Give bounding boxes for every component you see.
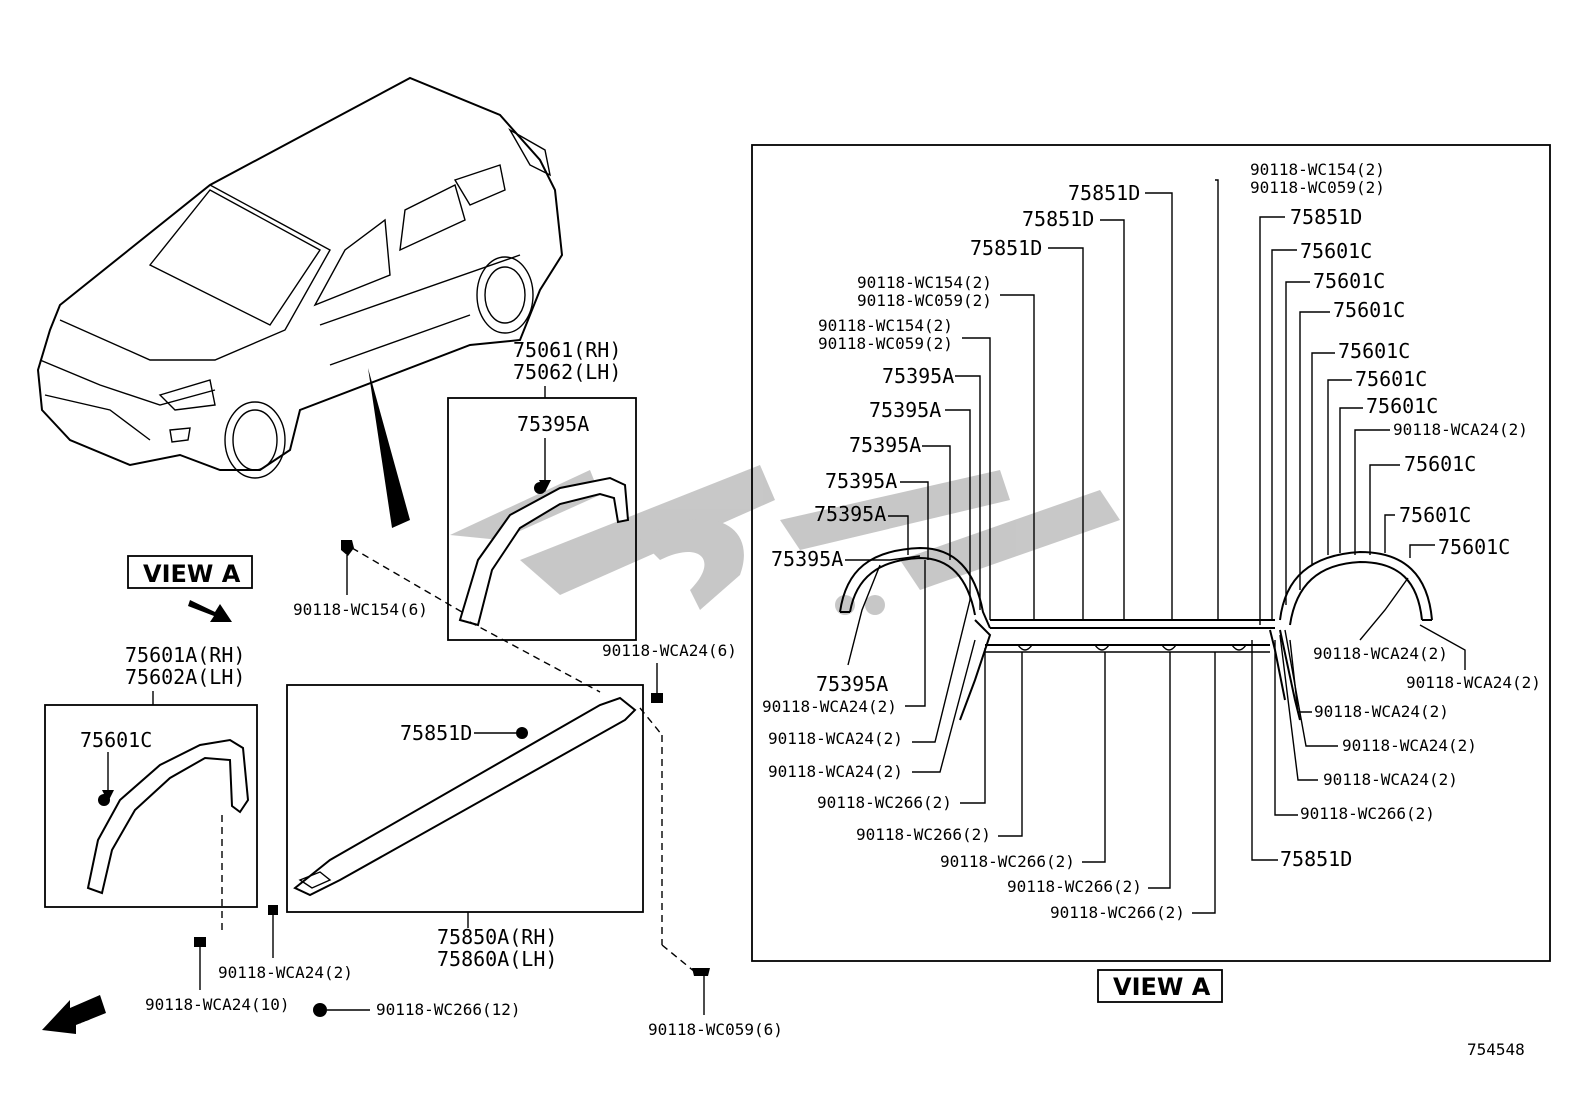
clip-wc059-6: 90118-WC059(6) — [648, 968, 783, 1039]
va-75851d-1: 75851D — [1068, 181, 1140, 205]
label-75851d-box: 75851D — [400, 721, 472, 745]
va-75851d-2: 75851D — [1022, 207, 1094, 231]
rocker-panel-moulding — [293, 696, 637, 897]
va-75395a-2: 75395A — [869, 398, 941, 422]
label-75061: 75061(RH) — [513, 338, 621, 362]
va-top-wc059: 90118-WC059(2) — [1250, 178, 1385, 197]
va-r-wca24-5: 90118-WCA24(2) — [1323, 770, 1458, 789]
va-75395a-6: 75395A — [771, 547, 843, 571]
watermark-logo — [450, 465, 1120, 615]
va-l-wc059-b: 90118-WC059(2) — [818, 334, 953, 353]
va-75601c-7: 75601C — [1404, 452, 1476, 476]
diagram-number: 754548 — [1467, 1040, 1525, 1059]
va-75601c-9: 75601C — [1438, 535, 1510, 559]
va-r-wca24-1: 90118-WCA24(2) — [1313, 644, 1448, 663]
label-75860a: 75860A(LH) — [437, 947, 557, 971]
label-wca24-10: 90118-WCA24(10) — [145, 995, 290, 1014]
va-75601c-8: 75601C — [1399, 503, 1471, 527]
fwd-arrow-icon: FWD — [42, 995, 106, 1034]
va-75395a-5: 75395A — [814, 502, 886, 526]
va-l-wca24-2: 90118-WCA24(2) — [768, 729, 903, 748]
view-a-panel — [751, 144, 1551, 962]
clip-wca24-6: 90118-WCA24(6) — [602, 641, 737, 703]
label-wc266-12: 90118-WC266(12) — [376, 1000, 521, 1019]
va-r-wca24-2: 90118-WCA24(2) — [1406, 673, 1541, 692]
label-wca24-6: 90118-WCA24(6) — [602, 641, 737, 660]
view-a-caption: VIEW A — [1097, 969, 1223, 1003]
va-l-wc059-a: 90118-WC059(2) — [857, 291, 992, 310]
va-75601c-1: 75601C — [1300, 239, 1372, 263]
label-75850a: 75850A(RH) — [437, 925, 557, 949]
label-wc154-6: 90118-WC154(6) — [293, 600, 428, 619]
view-a-leaders — [845, 179, 1466, 914]
label-wca24-2-lower: 90118-WCA24(2) — [218, 963, 353, 982]
fender-flare-rear — [86, 738, 250, 895]
va-75601c-4: 75601C — [1338, 339, 1410, 363]
va-75601c-2: 75601C — [1313, 269, 1385, 293]
va-b-wc266-1: 90118-WC266(2) — [817, 793, 952, 812]
va-l-wca24-3: 90118-WCA24(2) — [768, 762, 903, 781]
part-group-75850a: 75851D 75850A(RH) 75860A(LH) — [286, 684, 644, 971]
view-a-callout-left: VIEW A — [127, 555, 253, 622]
part-group-75061: 75061(RH) 75062(LH) 75395A — [447, 338, 637, 641]
clip-wca24-2-lower: 90118-WCA24(2) — [218, 905, 353, 982]
clip-wc154-6: 90118-WC154(6) — [293, 540, 428, 619]
label-75601c-box: 75601C — [80, 728, 152, 752]
va-l-wc154-a: 90118-WC154(2) — [857, 273, 992, 292]
va-75851d-3: 75851D — [970, 236, 1042, 260]
va-75395a-4: 75395A — [825, 469, 897, 493]
va-r-wca24-4: 90118-WCA24(2) — [1342, 736, 1477, 755]
part-group-75601a: 75601A(RH) 75602A(LH) 75601C — [44, 643, 258, 908]
va-b-wc266-3: 90118-WC266(2) — [940, 852, 1075, 871]
va-l-wca24-1: 90118-WCA24(2) — [762, 697, 897, 716]
clip-wca24-10: 90118-WCA24(10) — [145, 937, 290, 1014]
view-a-labels: 90118-WC154(2) 90118-WC059(2) 75851D 758… — [762, 160, 1541, 922]
view-a-bottom: VIEW A — [1113, 973, 1211, 1001]
va-75851d-4: 75851D — [1290, 205, 1362, 229]
va-l-wc154-b: 90118-WC154(2) — [818, 316, 953, 335]
va-b-wc266-4: 90118-WC266(2) — [1007, 877, 1142, 896]
va-75851d-5: 75851D — [1280, 847, 1352, 871]
va-75395a-3: 75395A — [849, 433, 921, 457]
fender-flare-front — [458, 476, 630, 627]
va-75601c-6: 75601C — [1366, 394, 1438, 418]
label-75601a: 75601A(RH) — [125, 643, 245, 667]
va-b-wc266-2: 90118-WC266(2) — [856, 825, 991, 844]
va-r-wca24-top: 90118-WCA24(2) — [1393, 420, 1528, 439]
va-r-wc266: 90118-WC266(2) — [1300, 804, 1435, 823]
va-75395a-7: 75395A — [816, 672, 888, 696]
label-75602a: 75602A(LH) — [125, 665, 245, 689]
clip-wc266-12: 90118-WC266(12) — [313, 1000, 521, 1019]
va-75395a-1: 75395A — [882, 364, 954, 388]
box-75850a — [286, 684, 644, 913]
label-75395a-box: 75395A — [517, 412, 589, 436]
va-75601c-5: 75601C — [1355, 367, 1427, 391]
label-wc059-6: 90118-WC059(6) — [648, 1020, 783, 1039]
box-75601a — [44, 704, 258, 908]
va-r-wca24-3: 90118-WCA24(2) — [1314, 702, 1449, 721]
va-b-wc266-5: 90118-WC266(2) — [1050, 903, 1185, 922]
label-75062: 75062(LH) — [513, 360, 621, 384]
view-a-illustration — [839, 546, 1433, 721]
box-75061 — [447, 397, 637, 641]
va-top-wc154: 90118-WC154(2) — [1250, 160, 1385, 179]
va-75601c-3: 75601C — [1333, 298, 1405, 322]
vehicle-illustration — [36, 76, 564, 528]
view-a-left: VIEW A — [143, 560, 241, 588]
